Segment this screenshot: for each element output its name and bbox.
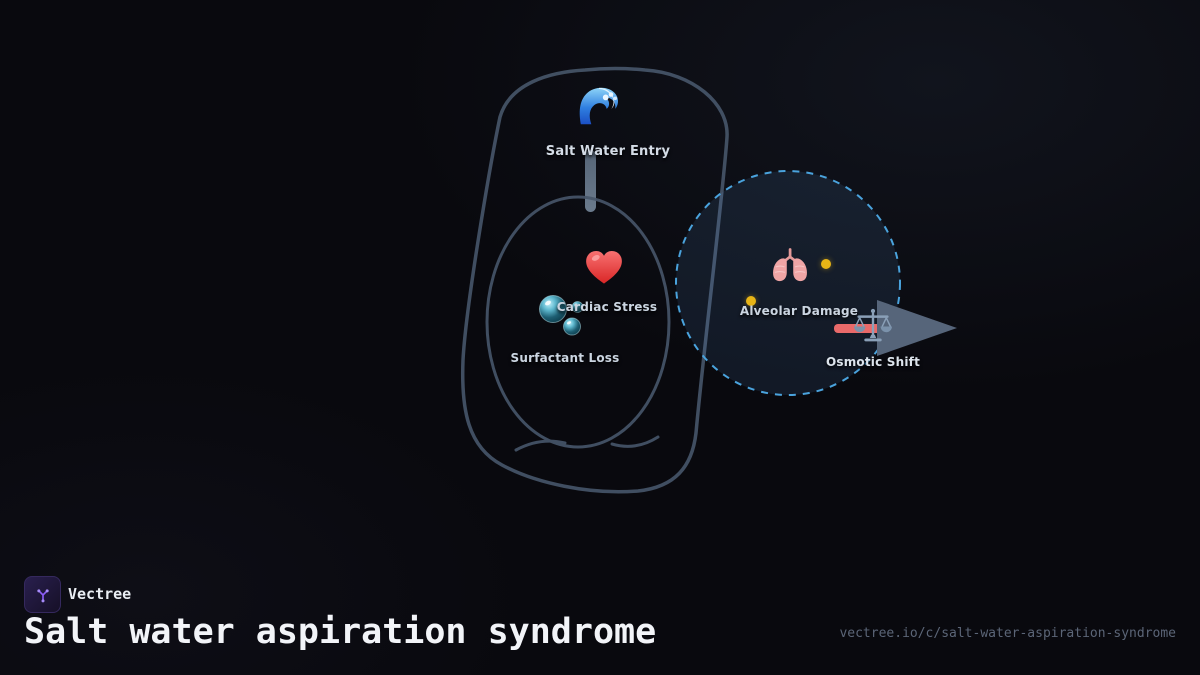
diaphragm-arc-left bbox=[514, 439, 567, 452]
node-label-osmotic-shift: Osmotic Shift bbox=[825, 355, 921, 369]
trachea-bar bbox=[585, 150, 596, 212]
vectree-logo bbox=[24, 576, 61, 613]
flow-arrowhead-icon bbox=[877, 300, 957, 356]
heart-icon bbox=[586, 251, 622, 284]
diaphragm-arc-right bbox=[610, 435, 660, 448]
torso-path bbox=[460, 66, 729, 494]
balance-scale-icon bbox=[854, 308, 892, 342]
lungs-icon bbox=[773, 248, 807, 282]
bubbles-icon bbox=[539, 295, 584, 336]
node-label-cardiac-stress: Cardiac Stress bbox=[556, 300, 658, 314]
body-outline bbox=[460, 66, 729, 494]
focus-ring-circle bbox=[675, 170, 901, 396]
page-url: vectree.io/c/salt-water-aspiration-syndr… bbox=[839, 626, 1176, 641]
node-label-alveolar-damage: Alveolar Damage bbox=[739, 304, 859, 318]
highlight-dot bbox=[746, 296, 756, 306]
page-title: Salt water aspiration syndrome bbox=[24, 612, 657, 652]
wave-icon bbox=[579, 87, 619, 125]
chest-cavity-outline bbox=[485, 195, 671, 449]
highlight-dot bbox=[821, 259, 831, 269]
vectree-logo-icon bbox=[36, 588, 49, 602]
node-label-surfactant-loss: Surfactant Loss bbox=[510, 351, 620, 365]
brand-name: Vectree bbox=[68, 585, 132, 603]
node-label-salt-water-entry: Salt Water Entry bbox=[545, 144, 671, 159]
